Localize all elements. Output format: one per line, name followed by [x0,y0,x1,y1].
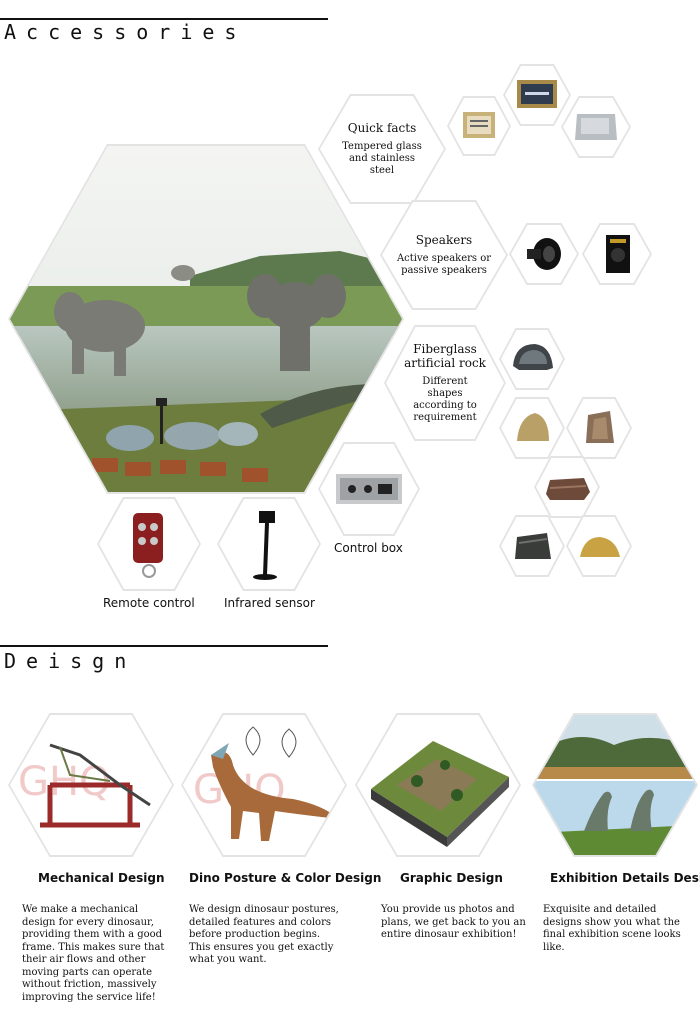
rock-image-3 [566,397,632,459]
rock-image-2 [499,397,565,459]
plaque-image-1 [447,96,511,156]
speaker-horn-image [509,223,579,285]
speakers-hexagon: Speakers Active speakers or passive spea… [380,200,508,310]
quick-facts-hexagon: Quick facts Tempered glass and stainless… [318,94,446,204]
accessories-title: Accessories [4,20,247,44]
infrared-sensor-image [217,497,321,591]
rock-image-5 [499,515,565,577]
rock-hexagon: Fiberglass artificial rock Different sha… [384,325,506,441]
speakers-desc: Active speakers or passive speakers [396,253,492,276]
mechanical-design-text: We make a mechanical design for every di… [22,904,165,1003]
plaque-image-2 [503,64,571,126]
mechanical-design-image: GHQ [8,713,174,857]
design-title: Deisgn [4,649,137,673]
infrared-sensor-label: Infrared sensor [224,596,315,610]
accessories-scene-image [8,144,404,494]
control-box-image [318,442,420,536]
exhibition-details-design-title: Exhibition Details Design [550,871,700,885]
dino-posture-design-title: Dino Posture & Color Design [189,871,382,885]
rock-image-4 [534,456,600,518]
quick-facts-desc: Tempered glass and stainless steel [342,141,422,176]
graphic-design-title: Graphic Design [400,871,503,885]
rock-image-6 [566,515,632,577]
remote-control-label: Remote control [103,596,195,610]
exhibition-details-design-text: Exquisite and detailed designs show you … [543,904,681,953]
speaker-cabinet-image [582,223,652,285]
mechanical-design-title: Mechanical Design [38,871,165,885]
plaque-image-3 [561,96,631,158]
quick-facts-title: Quick facts [347,121,417,135]
rock-desc: Different shapes according to requiremen… [413,376,477,423]
graphic-design-text: You provide us photos and plans, we get … [381,904,526,940]
rock-title: Fiberglass artificial rock [404,342,486,370]
dino-posture-design-image: GHQ [181,713,347,857]
exhibition-details-design-image [532,713,698,857]
accessories-top-rule [0,18,328,20]
design-top-rule [0,645,328,647]
rock-image-1 [499,328,565,390]
dino-posture-design-text: We design dinosaur postures, detailed fe… [189,904,339,965]
control-box-label: Control box [334,541,403,555]
remote-control-image [97,497,201,591]
speakers-title: Speakers [415,233,473,247]
graphic-design-image [355,713,521,857]
